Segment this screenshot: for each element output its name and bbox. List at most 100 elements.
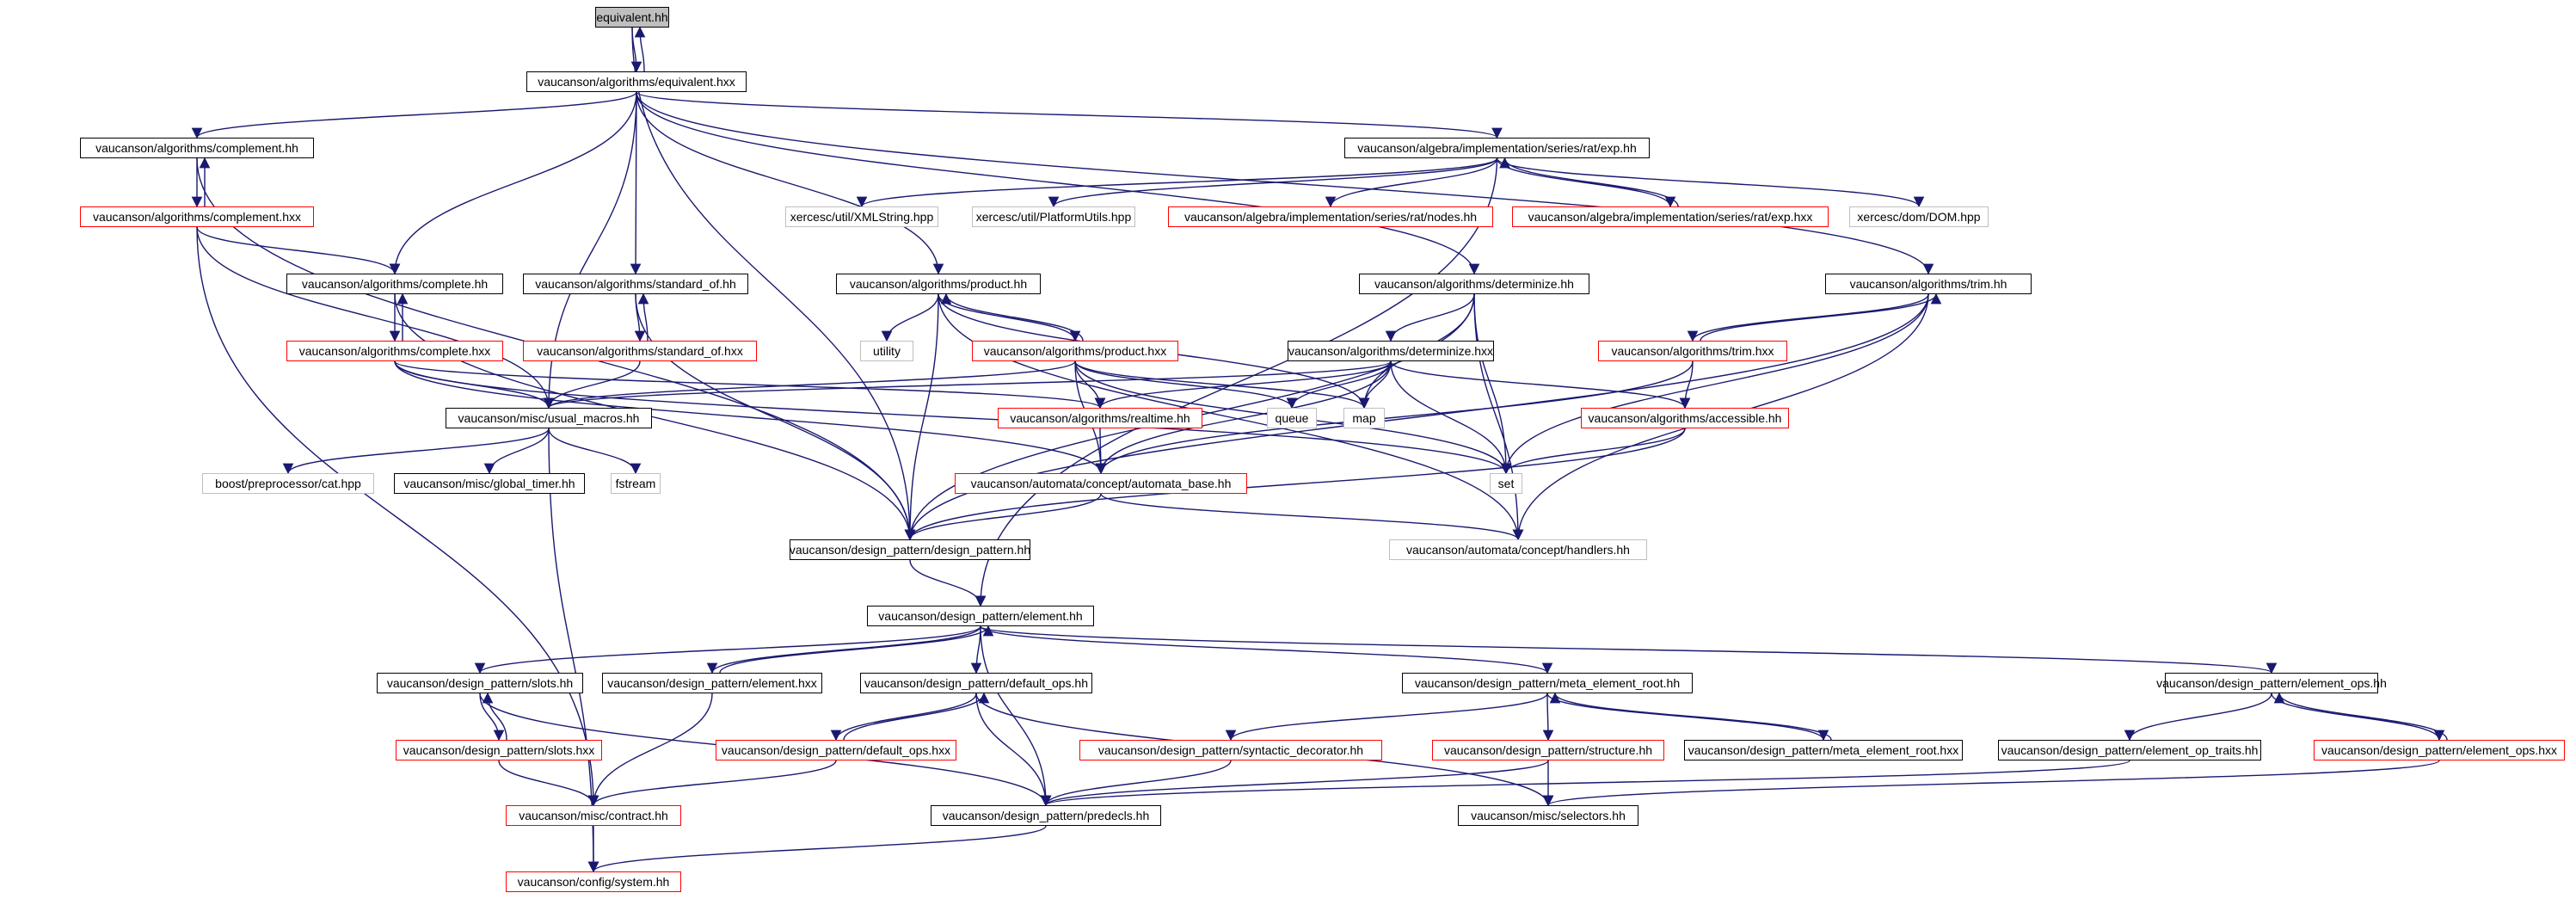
edge-accessible_hh-to-set <box>1500 428 1686 475</box>
edge-element_hh-to-meta_root_hh <box>980 625 1553 674</box>
node-element-ops-hxx[interactable]: vaucanson/design_pattern/element_ops.hxx <box>2314 740 2565 760</box>
edge-syntactic_dec-to-predecls_hh <box>1040 760 1232 807</box>
edge-product_hh-to-product_hxx <box>938 293 1081 342</box>
node-slots-hxx[interactable]: vaucanson/design_pattern/slots.hxx <box>396 740 602 760</box>
node-product-hxx[interactable]: vaucanson/algorithms/product.hxx <box>972 341 1178 361</box>
edge-determinize_hxx-to-automata_base <box>1095 360 1392 475</box>
edge-automata_base-to-design_pattern <box>904 493 1102 541</box>
node-boost-cat-hpp: boost/preprocessor/cat.hpp <box>202 473 374 494</box>
edge-standard_of_hh-to-design_pattern <box>635 293 916 541</box>
edge-trim_hh-to-trim_hxx <box>1687 293 1929 342</box>
node-usual-macros-hh[interactable]: vaucanson/misc/usual_macros.hh <box>446 408 652 428</box>
edge-element_ops_hh-to-element_ops_hxx <box>2271 693 2445 742</box>
edge-element_ops_hxx-to-selectors_hh <box>1543 760 2440 807</box>
edge-exp_hh-to-nodes_hh <box>1325 157 1498 208</box>
edge-usual_macros-to-system_hh <box>548 428 599 873</box>
edge-usual_macros-to-boost_cat <box>282 428 550 475</box>
edge-complete_hxx-to-realtime_hh <box>394 360 1105 409</box>
node-complement-hh[interactable]: vaucanson/algorithms/complement.hh <box>80 138 314 158</box>
node-default-ops-hxx[interactable]: vaucanson/design_pattern/default_ops.hxx <box>716 740 956 760</box>
node-design-pattern-hh[interactable]: vaucanson/design_pattern/design_pattern.… <box>790 539 1030 560</box>
node-nodes-hh[interactable]: vaucanson/algebra/implementation/series/… <box>1168 206 1493 227</box>
node-equivalent-hh[interactable]: equivalent.hh <box>595 7 669 28</box>
edge-default_ops_hh-to-predecls_hh <box>975 693 1052 807</box>
edge-exp_hxx-to-exp_hh <box>1499 157 1679 207</box>
node-standard-of-hxx[interactable]: vaucanson/algorithms/standard_of.hxx <box>523 341 757 361</box>
node-structure-hh[interactable]: vaucanson/design_pattern/structure.hh <box>1432 740 1664 760</box>
edge-realtime_hh-to-automata_base <box>1095 428 1107 475</box>
edge-element_hh-to-element_hxx <box>706 625 981 674</box>
edge-element_hh-to-slots_hh <box>474 625 981 674</box>
edge-default_ops_hh-to-default_ops_hxx <box>830 693 977 742</box>
node-equivalent-hxx[interactable]: vaucanson/algorithms/equivalent.hxx <box>526 71 747 92</box>
node-syntactic-decorator-hh[interactable]: vaucanson/design_pattern/syntactic_decor… <box>1079 740 1382 760</box>
node-platformutils-hpp: xercesc/util/PlatformUtils.hpp <box>972 206 1135 227</box>
node-trim-hxx[interactable]: vaucanson/algorithms/trim.hxx <box>1598 341 1787 361</box>
edge-complete_hxx-to-set <box>394 360 1512 475</box>
node-xmlstring-hpp: xercesc/util/XMLString.hpp <box>785 206 938 227</box>
node-global-timer-hh[interactable]: vaucanson/misc/global_timer.hh <box>394 473 585 494</box>
node-element-ops-hh[interactable]: vaucanson/design_pattern/element_ops.hh <box>2156 673 2387 693</box>
node-dom-hpp: xercesc/dom/DOM.hpp <box>1849 206 1989 227</box>
edge-determinize_hxx-to-usual_macros <box>544 360 1392 409</box>
node-queue: queue <box>1267 408 1317 428</box>
node-exp-hxx[interactable]: vaucanson/algebra/implementation/series/… <box>1512 206 1829 227</box>
edge-exp_hh-to-element_hh <box>974 157 1498 607</box>
edge-predecls_hh-to-system_hh <box>587 825 1047 873</box>
edge-meta_root_hh-to-structure_hh <box>1542 693 1554 742</box>
node-map: map <box>1343 408 1385 428</box>
node-utility: utility <box>860 341 913 361</box>
edge-trim_hxx-to-accessible_hh <box>1679 360 1694 409</box>
edge-accessible_hh-to-design_pattern <box>904 428 1686 541</box>
edge-meta_root_hh-to-meta_root_hxx <box>1546 693 1829 742</box>
edge-equivalent_hxx-to-exp_hh <box>636 91 1503 139</box>
edge-meta_root_hxx-to-meta_root_hh <box>1549 692 1832 741</box>
node-element-hh[interactable]: vaucanson/design_pattern/element.hh <box>867 606 1094 626</box>
edge-element_ops_hh-to-element_op_traits <box>2124 693 2272 742</box>
edge-determinize_hh-to-determinize_hxx <box>1385 293 1475 342</box>
node-predecls-hh[interactable]: vaucanson/design_pattern/predecls.hh <box>931 805 1161 826</box>
node-default-ops-hh[interactable]: vaucanson/design_pattern/default_ops.hh <box>860 673 1092 693</box>
edge-trim_hxx-to-trim_hh <box>1700 292 1942 342</box>
node-element-hxx[interactable]: vaucanson/design_pattern/element.hxx <box>602 673 822 693</box>
node-automata-base-hh[interactable]: vaucanson/automata/concept/automata_base… <box>955 473 1247 494</box>
node-product-hh[interactable]: vaucanson/algorithms/product.hh <box>836 274 1041 294</box>
node-complete-hxx[interactable]: vaucanson/algorithms/complete.hxx <box>286 341 503 361</box>
node-standard-of-hh[interactable]: vaucanson/algorithms/standard_of.hh <box>523 274 748 294</box>
node-set: set <box>1490 473 1522 494</box>
edge-determinize_hxx-to-realtime_hh <box>1094 360 1392 409</box>
edge-product_hh-to-utility <box>881 293 939 342</box>
node-element-op-traits-hh[interactable]: vaucanson/design_pattern/element_op_trai… <box>1998 740 2261 760</box>
edge-complete_hh-to-design_pattern <box>394 293 916 541</box>
edge-equivalent_hxx-to-complete_hh <box>389 91 637 275</box>
node-trim-hh[interactable]: vaucanson/algorithms/trim.hh <box>1825 274 2032 294</box>
edge-product_hxx-to-product_hh <box>940 292 1084 342</box>
edge-usual_macros-to-global_timer <box>483 428 550 475</box>
edge-determinize_hh-to-set <box>1473 293 1512 475</box>
edge-element_hxx-to-contract_hh <box>587 693 713 807</box>
edge-product_hxx-to-usual_macros <box>543 360 1076 409</box>
node-slots-hh[interactable]: vaucanson/design_pattern/slots.hh <box>377 673 583 693</box>
node-exp-hh[interactable]: vaucanson/algebra/implementation/series/… <box>1344 138 1650 158</box>
node-meta-element-root-hh[interactable]: vaucanson/design_pattern/meta_element_ro… <box>1402 673 1693 693</box>
node-realtime-hh[interactable]: vaucanson/algorithms/realtime.hh <box>998 408 1202 428</box>
edge-automata_base-to-handlers <box>1100 493 1524 541</box>
edge-product_hxx-to-realtime_hh <box>1074 360 1106 409</box>
node-determinize-hxx[interactable]: vaucanson/algorithms/determinize.hxx <box>1288 341 1494 361</box>
edge-slots_hxx-to-contract_hh <box>498 760 599 807</box>
node-system-hh[interactable]: vaucanson/config/system.hh <box>506 871 681 892</box>
node-meta-element-root-hxx[interactable]: vaucanson/design_pattern/meta_element_ro… <box>1684 740 1963 760</box>
node-contract-hh[interactable]: vaucanson/misc/contract.hh <box>506 805 681 826</box>
edge-product_hxx-to-queue <box>1074 360 1298 409</box>
node-complement-hxx[interactable]: vaucanson/algorithms/complement.hxx <box>80 206 314 227</box>
node-complete-hh[interactable]: vaucanson/algorithms/complete.hh <box>286 274 503 294</box>
edge-equivalent_hxx-to-product_hh <box>636 91 944 275</box>
edge-exp_hh-to-platformutils <box>1048 157 1498 208</box>
node-accessible-hh[interactable]: vaucanson/algorithms/accessible.hh <box>1581 408 1789 428</box>
edge-equivalent_hxx-to-determinize_hh <box>636 91 1480 275</box>
node-selectors-hh[interactable]: vaucanson/misc/selectors.hh <box>1458 805 1638 826</box>
edge-complete_hxx-to-automata_base <box>394 360 1107 475</box>
node-determinize-hh[interactable]: vaucanson/algorithms/determinize.hh <box>1359 274 1589 294</box>
edge-equivalent_hxx-to-equivalent_hh <box>634 26 646 72</box>
